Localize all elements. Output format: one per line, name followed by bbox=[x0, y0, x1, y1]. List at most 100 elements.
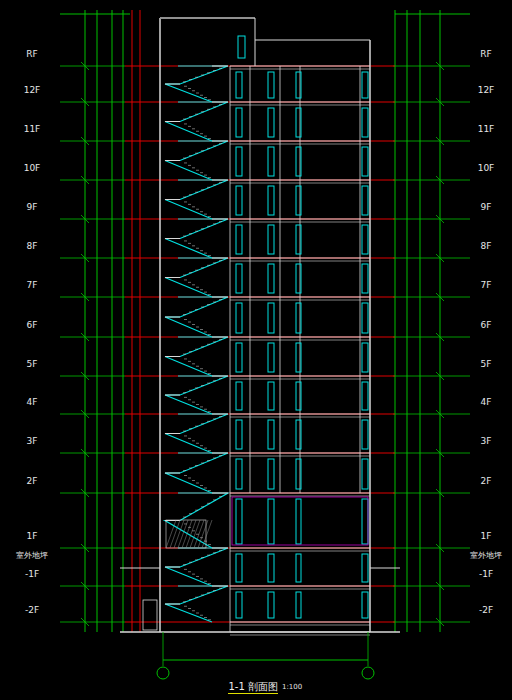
stair-step bbox=[208, 490, 211, 491]
stair-step bbox=[189, 116, 192, 117]
level-line bbox=[393, 376, 470, 377]
level-line bbox=[393, 258, 470, 259]
slab bbox=[230, 496, 370, 497]
stair-step bbox=[195, 426, 198, 427]
hatch-zone bbox=[166, 520, 206, 548]
stair-step bbox=[192, 440, 195, 441]
window bbox=[236, 382, 242, 410]
window bbox=[268, 499, 274, 544]
stair-step bbox=[196, 483, 199, 484]
hatch bbox=[194, 520, 204, 548]
stair-step bbox=[208, 450, 211, 451]
level-line bbox=[60, 258, 125, 259]
stair-step bbox=[207, 460, 210, 461]
floor-label: 7F bbox=[27, 281, 38, 290]
stair-step bbox=[201, 463, 204, 464]
stair-step bbox=[184, 606, 187, 607]
stair-step bbox=[188, 361, 191, 362]
window bbox=[362, 420, 368, 449]
floor-label: 室外地坪 bbox=[16, 552, 48, 560]
window bbox=[296, 382, 301, 410]
level-line bbox=[393, 586, 470, 587]
hatch bbox=[170, 520, 180, 548]
floor-label: 9F bbox=[481, 203, 492, 212]
wall bbox=[159, 18, 161, 632]
floor-line bbox=[125, 66, 395, 67]
stair-step bbox=[200, 368, 203, 369]
window bbox=[296, 147, 301, 176]
stair-step bbox=[213, 302, 216, 303]
landing bbox=[212, 586, 228, 587]
stair-flight bbox=[165, 453, 228, 493]
window bbox=[362, 264, 368, 293]
stair-step bbox=[195, 153, 198, 154]
floor-line bbox=[125, 414, 395, 415]
stair-step bbox=[195, 510, 198, 511]
stair-step bbox=[189, 468, 192, 469]
stair-step bbox=[213, 70, 216, 71]
stair-step bbox=[219, 588, 222, 589]
stair-step bbox=[219, 143, 222, 144]
stair-step bbox=[188, 282, 191, 283]
stair-step bbox=[200, 406, 203, 407]
landing bbox=[165, 395, 180, 396]
level-line bbox=[393, 297, 470, 298]
stair-step bbox=[213, 223, 216, 224]
stair-step bbox=[219, 496, 222, 497]
stair-step bbox=[195, 77, 198, 78]
window bbox=[268, 72, 274, 98]
level-line bbox=[60, 548, 125, 549]
floor-label: 1F bbox=[27, 532, 38, 541]
stair-step bbox=[192, 90, 195, 91]
window bbox=[362, 592, 368, 618]
stair-step bbox=[207, 265, 210, 266]
tick bbox=[436, 618, 444, 626]
window bbox=[268, 303, 274, 333]
floor-label: 2F bbox=[27, 477, 38, 486]
ground bbox=[120, 631, 400, 633]
stair-step bbox=[183, 601, 186, 602]
landing bbox=[212, 493, 228, 494]
stair-step bbox=[192, 167, 195, 168]
stair-step bbox=[207, 344, 210, 345]
window bbox=[362, 186, 368, 215]
landing bbox=[212, 453, 228, 454]
stair-step bbox=[192, 363, 195, 364]
level-line bbox=[393, 337, 470, 338]
stair-step bbox=[204, 448, 207, 449]
stair-step bbox=[196, 327, 199, 328]
stair-step bbox=[208, 411, 211, 412]
level-line bbox=[60, 493, 125, 494]
stair-step bbox=[192, 480, 195, 481]
stair-step bbox=[183, 354, 186, 355]
floor-label: 11F bbox=[24, 125, 41, 134]
scale-label: 1:100 bbox=[282, 684, 302, 691]
landing bbox=[212, 141, 228, 142]
stair-step bbox=[213, 145, 216, 146]
stair-step bbox=[213, 590, 216, 591]
tick bbox=[436, 293, 444, 301]
floor-label: 8F bbox=[27, 242, 38, 251]
window bbox=[268, 147, 274, 176]
dimension-line bbox=[440, 10, 441, 632]
stair-step bbox=[183, 236, 186, 237]
level-line bbox=[60, 180, 125, 181]
stair-step bbox=[213, 262, 216, 263]
stair-flight bbox=[165, 258, 228, 297]
partition bbox=[230, 493, 231, 632]
window bbox=[236, 420, 242, 449]
slab bbox=[230, 547, 370, 548]
window bbox=[268, 264, 274, 293]
window bbox=[296, 343, 301, 372]
landing bbox=[165, 160, 180, 161]
stair-step bbox=[208, 294, 211, 295]
stair-step bbox=[195, 349, 198, 350]
landing bbox=[165, 121, 180, 122]
stair-step bbox=[195, 597, 198, 598]
level-line bbox=[393, 453, 470, 454]
slab bbox=[230, 589, 370, 590]
axis-line bbox=[163, 632, 164, 666]
window bbox=[362, 225, 368, 254]
hatch bbox=[166, 520, 176, 548]
stair-step bbox=[201, 423, 204, 424]
